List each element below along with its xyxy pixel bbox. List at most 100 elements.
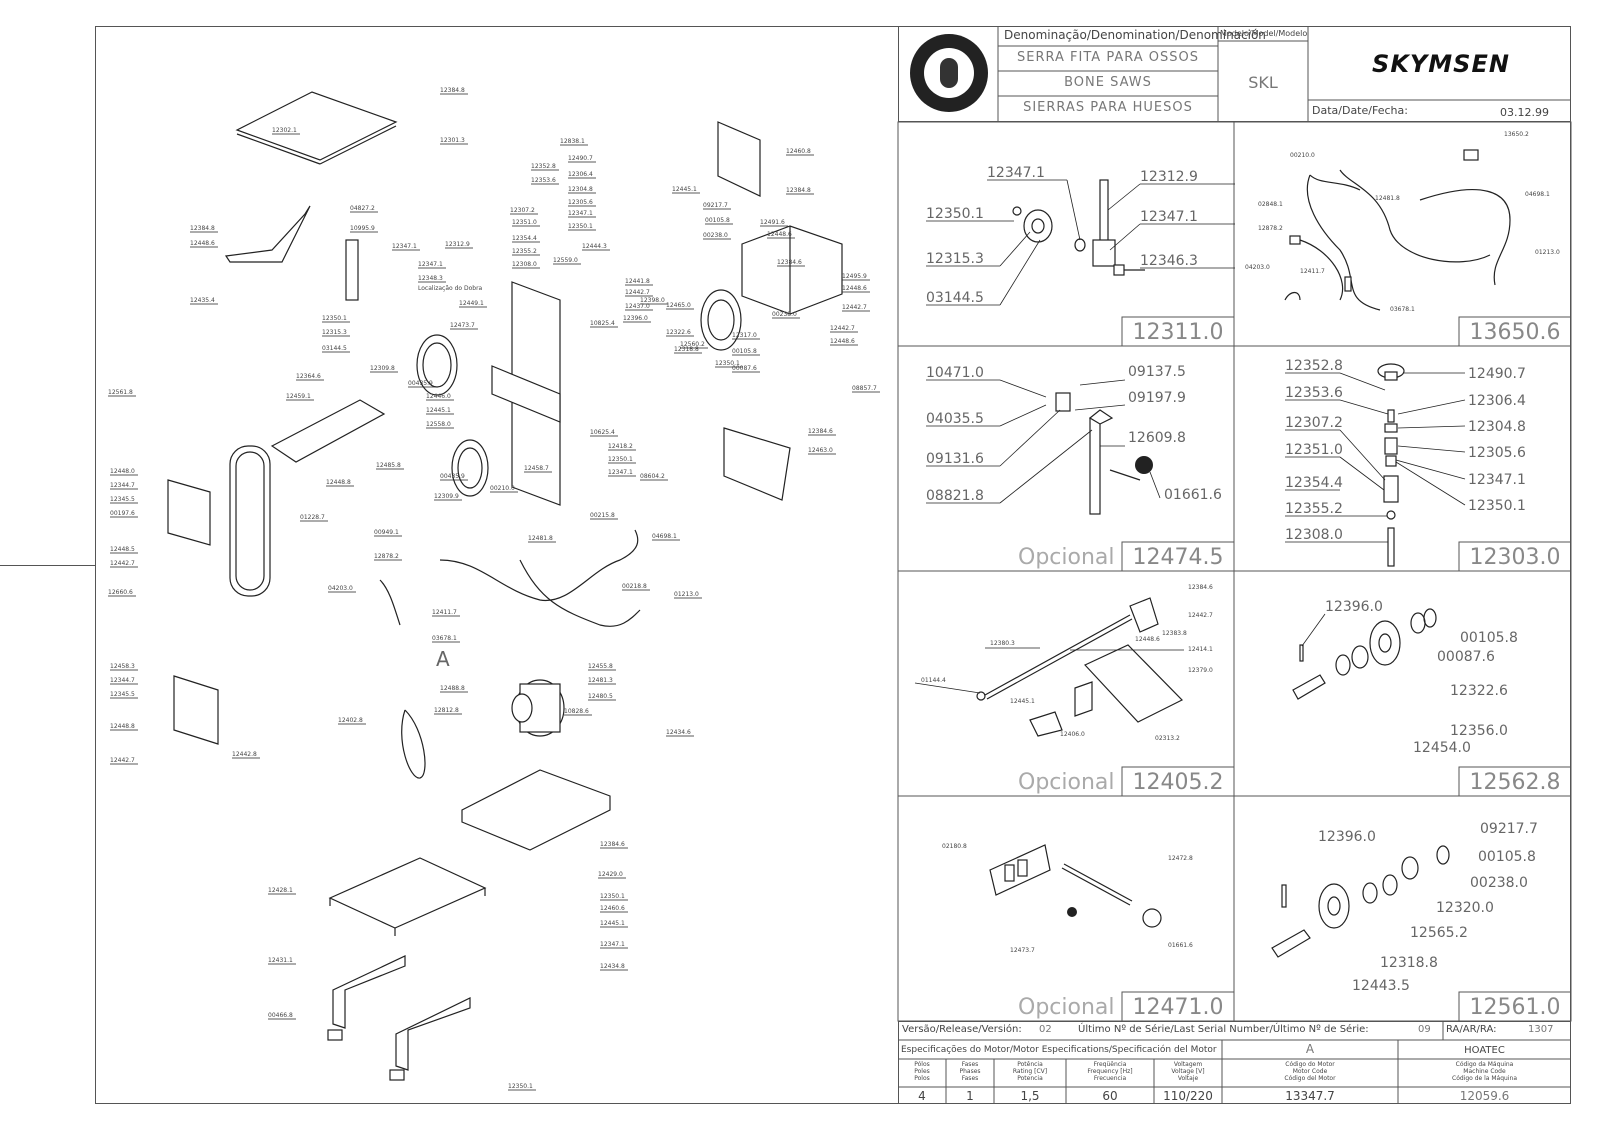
part-label: 12442.7 xyxy=(830,325,855,332)
part-label: 12355.2 xyxy=(1285,501,1343,517)
part-label: 08821.8 xyxy=(926,488,984,504)
panel-12562-labels: 12396.0 00105.8 00087.6 12322.6 12356.0 … xyxy=(1325,599,1518,756)
part-label: 12345.5 xyxy=(110,691,135,698)
part-label: 00210.0 xyxy=(1290,152,1315,159)
part-label: 12302.1 xyxy=(272,127,297,134)
product-name-en: BONE SAWS xyxy=(1064,75,1152,90)
quality-seal xyxy=(910,34,988,112)
panel-code: 12311.0 xyxy=(1132,320,1224,345)
motor-column-a: A xyxy=(1305,1042,1315,1056)
part-label: 12307.2 xyxy=(510,207,535,214)
part-label: 12838.1 xyxy=(560,138,585,145)
part-label: 12445.1 xyxy=(672,186,697,193)
part-label: 00105.8 xyxy=(1478,849,1536,865)
part-label: 12308.0 xyxy=(1285,527,1343,543)
panel-12471-labels: 02180.8 12472.8 12473.7 01661.6 xyxy=(942,843,1193,954)
part-label: 12350.1 xyxy=(508,1083,533,1090)
part-label: 12312.9 xyxy=(445,241,470,248)
part-label: 12307.2 xyxy=(1285,415,1343,431)
serial-label: Último Nº de Série/Last Serial Number/Úl… xyxy=(1078,1024,1369,1035)
part-label: 12347.1 xyxy=(608,469,633,476)
panel-12562-parts xyxy=(1292,608,1437,700)
panel-12303-parts xyxy=(1285,363,1466,567)
part-label: 12317.0 xyxy=(732,332,757,339)
part-label: 12309.9 xyxy=(434,493,459,500)
part-label: 12315.3 xyxy=(926,251,984,267)
part-label: 12347.1 xyxy=(600,941,625,948)
part-label: 04203.0 xyxy=(1245,264,1270,271)
motor-maker: HOATEC xyxy=(1464,1045,1505,1056)
part-label: 12878.2 xyxy=(374,553,399,560)
motor-title: Especificações do Motor/Motor Especifica… xyxy=(901,1045,1217,1055)
part-label: 12490.7 xyxy=(1468,366,1526,382)
part-label: 01213.0 xyxy=(1535,249,1560,256)
part-label: 12318.8 xyxy=(1380,955,1438,971)
part-label: 12305.6 xyxy=(568,199,593,206)
part-label: 00218.8 xyxy=(622,583,647,590)
part-label: 12320.0 xyxy=(1436,900,1494,916)
part-label: 00105.8 xyxy=(1460,630,1518,646)
motor-callout: A xyxy=(436,647,450,671)
part-label: 12380.3 xyxy=(990,640,1015,647)
serial-value: 09 xyxy=(1418,1024,1431,1035)
part-label: 00210.0 xyxy=(490,485,515,492)
panel-code: 12303.0 xyxy=(1469,545,1561,570)
part-label: 03678.1 xyxy=(432,635,457,642)
part-label: 12402.8 xyxy=(338,717,363,724)
part-label: 12485.8 xyxy=(376,462,401,469)
part-label: 12347.1 xyxy=(392,243,417,250)
part-label: 12322.6 xyxy=(1450,683,1508,699)
part-label: 00197.6 xyxy=(110,510,135,517)
part-label: 12560.2 xyxy=(680,341,705,348)
part-label: 12384.8 xyxy=(786,187,811,194)
part-label: 12322.6 xyxy=(666,329,691,336)
part-label: 12459.1 xyxy=(286,393,311,400)
panel-13650-parts xyxy=(1284,149,1511,311)
part-label: 12347.1 xyxy=(1468,472,1526,488)
part-label: 12448.0 xyxy=(110,468,135,475)
part-label: 12304.8 xyxy=(568,186,593,193)
part-label: 12454.0 xyxy=(1413,740,1471,756)
part-label: 12350.1 xyxy=(568,223,593,230)
part-label: 12308.0 xyxy=(512,261,537,268)
part-label: 12354.4 xyxy=(512,235,537,242)
part-label: 12448.8 xyxy=(110,723,135,730)
part-label: 00466.8 xyxy=(268,1012,293,1019)
motor-code: 13347.7 xyxy=(1285,1089,1335,1103)
part-label: 12448.6 xyxy=(1135,636,1160,643)
part-label: 00087.6 xyxy=(1437,649,1495,665)
part-label: 12445.1 xyxy=(1010,698,1035,705)
motor-frequency: 60 xyxy=(1102,1089,1118,1103)
panel-code: 12561.0 xyxy=(1469,995,1561,1020)
part-label: 12345.5 xyxy=(110,496,135,503)
part-label: 12472.8 xyxy=(1168,855,1193,862)
part-label: 12414.1 xyxy=(1188,646,1213,653)
part-label: 12481.8 xyxy=(528,535,553,542)
panel-optional: Opcional xyxy=(1018,995,1115,1020)
part-label: 12481.8 xyxy=(1375,195,1400,202)
part-label: 09217.7 xyxy=(703,202,728,209)
part-label: 01213.0 xyxy=(674,591,699,598)
part-label: 12315.3 xyxy=(322,329,347,336)
panel-12311-parts xyxy=(926,179,1235,306)
title-block: Denominação/Denomination/Denominación SE… xyxy=(898,26,1571,122)
part-label: 12442.7 xyxy=(1188,612,1213,619)
part-label: 12384.8 xyxy=(190,225,215,232)
part-label: 13650.2 xyxy=(1504,131,1529,138)
part-label: 12418.2 xyxy=(608,443,633,450)
part-label: 12455.8 xyxy=(588,663,613,670)
part-label: 02180.8 xyxy=(942,843,967,850)
part-label: 12443.5 xyxy=(1352,978,1410,994)
part-label: 12434.8 xyxy=(600,963,625,970)
part-label: 12460.8 xyxy=(786,148,811,155)
part-label: 12350.1 xyxy=(926,206,984,222)
spec-block: Versão/Release/Versión: 02 Último Nº de … xyxy=(898,1021,1571,1104)
part-label: 12411.7 xyxy=(432,609,457,616)
panel-12303-labels: 12352.8 12490.7 12353.6 12306.4 12304.8 … xyxy=(1285,358,1526,543)
part-label: 12442.7 xyxy=(110,757,135,764)
part-label: 12448.8 xyxy=(326,479,351,486)
part-label: 04203.0 xyxy=(328,585,353,592)
